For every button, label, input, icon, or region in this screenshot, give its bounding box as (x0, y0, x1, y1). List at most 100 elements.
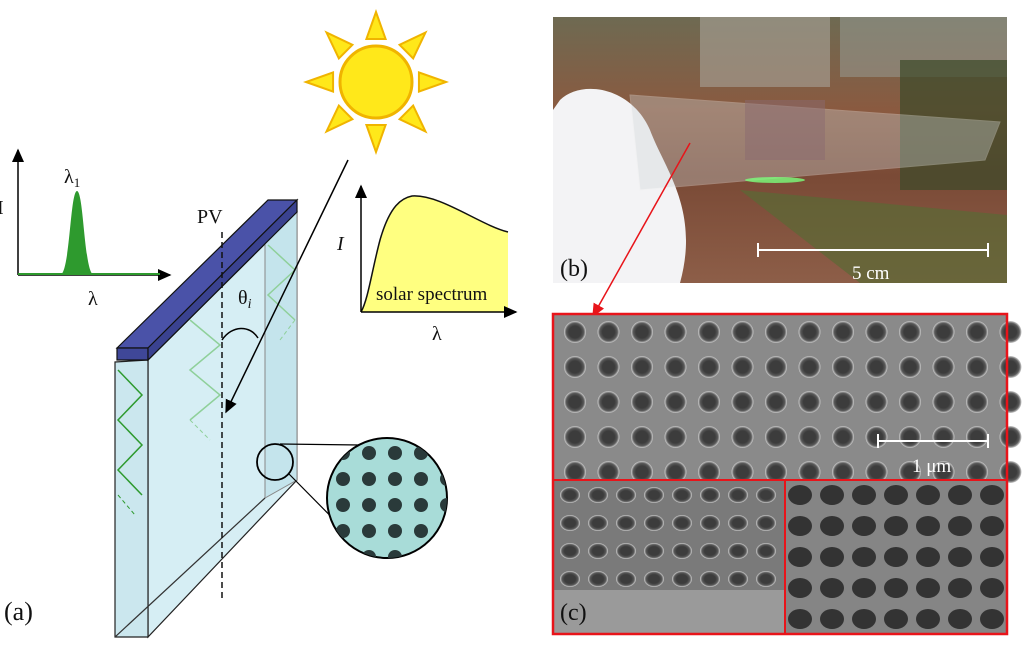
sem-hole-tilted (616, 543, 636, 559)
sem-hole (966, 356, 988, 378)
sem-hole (999, 461, 1022, 483)
sem-hole-tilted (756, 515, 776, 531)
sem-hole-tilted (756, 487, 776, 503)
sem-hole-closeup (820, 547, 844, 567)
sem-hole (932, 461, 955, 483)
sem-hole (731, 356, 754, 378)
sem-hole-closeup (948, 609, 972, 629)
sem-hole (798, 356, 821, 378)
sem-hole (832, 321, 854, 343)
sem-hole-tilted (700, 515, 720, 531)
sun-ray (324, 30, 355, 61)
emission-peak (60, 191, 94, 275)
sem-hole (966, 321, 988, 343)
sem-hole-tilted (672, 515, 692, 531)
sun-ray (364, 123, 388, 155)
sem-hole (698, 321, 720, 343)
sem-hole (564, 461, 586, 483)
sem-hole (564, 391, 586, 413)
sem-hole-closeup (980, 578, 1004, 598)
sem-hole (932, 426, 955, 448)
sem-hole (899, 356, 921, 378)
sem-hole-tilted (672, 487, 692, 503)
nanohole (440, 524, 447, 538)
sem-hole-closeup (884, 578, 908, 598)
sem-hole-tilted (560, 543, 580, 559)
sem-hole-closeup (948, 516, 972, 536)
sem-hole-tilted (644, 543, 664, 559)
sem-hole (597, 426, 620, 448)
sem-hole-tilted (616, 571, 636, 587)
angle-label: θi (238, 287, 252, 312)
sem-hole-closeup (788, 578, 812, 598)
sem-hole-tilted (560, 571, 580, 587)
nanohole (388, 524, 402, 538)
sem-hole-tilted (560, 515, 580, 531)
nanohole (414, 472, 428, 486)
nanohole (388, 472, 402, 486)
sem-hole-tilted (700, 543, 720, 559)
sem-hole (798, 461, 821, 483)
sem-hole-tilted (756, 543, 776, 559)
sem-hole-tilted (588, 487, 608, 503)
sem-hole (966, 426, 988, 448)
sem-hole-closeup (788, 485, 812, 505)
sem-hole-tilted (728, 487, 748, 503)
sem-hole (798, 426, 821, 448)
sem-hole (865, 391, 888, 413)
solar-spectrum-plot: I solar spectrum λ (336, 184, 518, 345)
nanohole (362, 498, 376, 512)
sem-hole (664, 321, 687, 343)
sem-hole-closeup (980, 516, 1004, 536)
emission-x-label: λ (88, 288, 98, 310)
sem-hole-tilted (644, 515, 664, 531)
sem-hole-tilted (644, 487, 664, 503)
nanohole (362, 524, 376, 538)
sem-hole-closeup (788, 547, 812, 567)
sem-hole-closeup (948, 547, 972, 567)
nanohole (362, 472, 376, 486)
sem-hole-tilted (672, 571, 692, 587)
sem-hole (698, 461, 720, 483)
sem-hole (765, 426, 787, 448)
emission-y-label: I (0, 197, 4, 219)
sem-hole (664, 426, 687, 448)
sem-hole (832, 356, 854, 378)
sem-hole (999, 391, 1022, 413)
panel-a-label: (a) (4, 597, 33, 626)
sem-hole-closeup (820, 485, 844, 505)
sem-hole-tilted (728, 543, 748, 559)
sem-hole (899, 426, 921, 448)
nanohole (362, 446, 376, 460)
sun-ray (364, 9, 388, 41)
nanohole (336, 472, 350, 486)
sem-hole (865, 461, 888, 483)
sem-hole-closeup (852, 578, 876, 598)
sem-hole-closeup (980, 609, 1004, 629)
sem-hole-closeup (852, 516, 876, 536)
sem-hole-tilted (588, 543, 608, 559)
sem-hole-tilted (644, 571, 664, 587)
sem-hole (631, 461, 653, 483)
sem-hole (832, 426, 854, 448)
scale-bar-1um: 1 μm (912, 456, 951, 477)
sem-hole (966, 391, 988, 413)
sem-hole-closeup (884, 516, 908, 536)
sem-hole (597, 356, 620, 378)
gloved-hand (553, 88, 687, 283)
sem-hole-closeup (916, 547, 940, 567)
sem-hole-tilted (588, 515, 608, 531)
sem-hole-closeup (916, 516, 940, 536)
sem-hole (899, 321, 921, 343)
sem-hole-tilted (700, 487, 720, 503)
sem-hole (731, 426, 754, 448)
sem-hole-tilted (756, 571, 776, 587)
nanohole (388, 550, 402, 558)
sem-hole-closeup (820, 578, 844, 598)
sem-hole (631, 426, 653, 448)
sem-hole-closeup (980, 547, 1004, 567)
sem-hole (664, 356, 687, 378)
panel-c-label: (c) (560, 600, 587, 626)
sem-hole-closeup (820, 609, 844, 629)
nanohole (388, 498, 402, 512)
